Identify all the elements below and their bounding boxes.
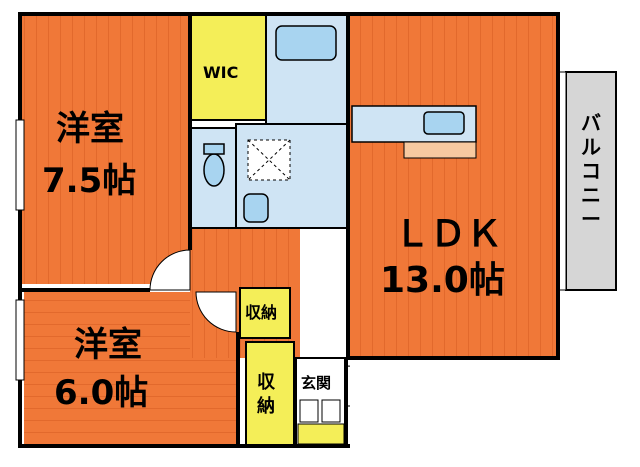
balcony-label: バルコニー bbox=[581, 111, 601, 231]
storage-2-label-line1: 収 bbox=[257, 372, 276, 393]
washer-pan-cross-b bbox=[247, 139, 291, 181]
shoe-box-2 bbox=[321, 399, 341, 423]
ldk-room bbox=[348, 14, 558, 358]
room-1-name: 洋室 bbox=[56, 109, 124, 149]
washbasin-icon bbox=[243, 193, 269, 223]
balcony-char: コ bbox=[581, 159, 601, 183]
storage-2 bbox=[245, 341, 295, 447]
storage-1-label: 収納 bbox=[245, 303, 277, 322]
ldk-name: ＬＤＫ bbox=[394, 214, 502, 255]
entrance-step bbox=[297, 423, 345, 445]
shoe-box bbox=[299, 399, 319, 423]
counter-bar bbox=[403, 141, 477, 159]
balcony-char: ル bbox=[581, 135, 601, 159]
door-arc-1 bbox=[149, 249, 191, 291]
entrance-label: 玄関 bbox=[301, 374, 331, 392]
western-room-1 bbox=[20, 14, 190, 284]
window-left-2 bbox=[15, 299, 25, 381]
window-left-1 bbox=[15, 119, 25, 211]
kitchen-sink-icon bbox=[423, 111, 465, 135]
washer-pan-cross-a bbox=[247, 139, 291, 181]
balcony-char: ー bbox=[581, 207, 601, 231]
balcony-char: ニ bbox=[581, 183, 601, 207]
wic bbox=[189, 13, 267, 121]
ldk-size: 13.0帖 bbox=[380, 260, 505, 301]
room-2-size: 6.0帖 bbox=[54, 373, 148, 413]
storage-1 bbox=[239, 287, 291, 339]
bathtub bbox=[275, 25, 337, 61]
storage-2-label-line2: 納 bbox=[257, 395, 275, 417]
balcony-char: バ bbox=[581, 111, 601, 135]
toilet-tank-icon bbox=[203, 143, 225, 155]
door-arc-2 bbox=[195, 291, 237, 333]
room-1-size: 7.5帖 bbox=[42, 161, 136, 201]
room-2-name: 洋室 bbox=[74, 325, 142, 365]
outside-area bbox=[350, 360, 562, 450]
wic-label: WIC bbox=[203, 63, 238, 82]
toilet-icon bbox=[203, 153, 225, 187]
